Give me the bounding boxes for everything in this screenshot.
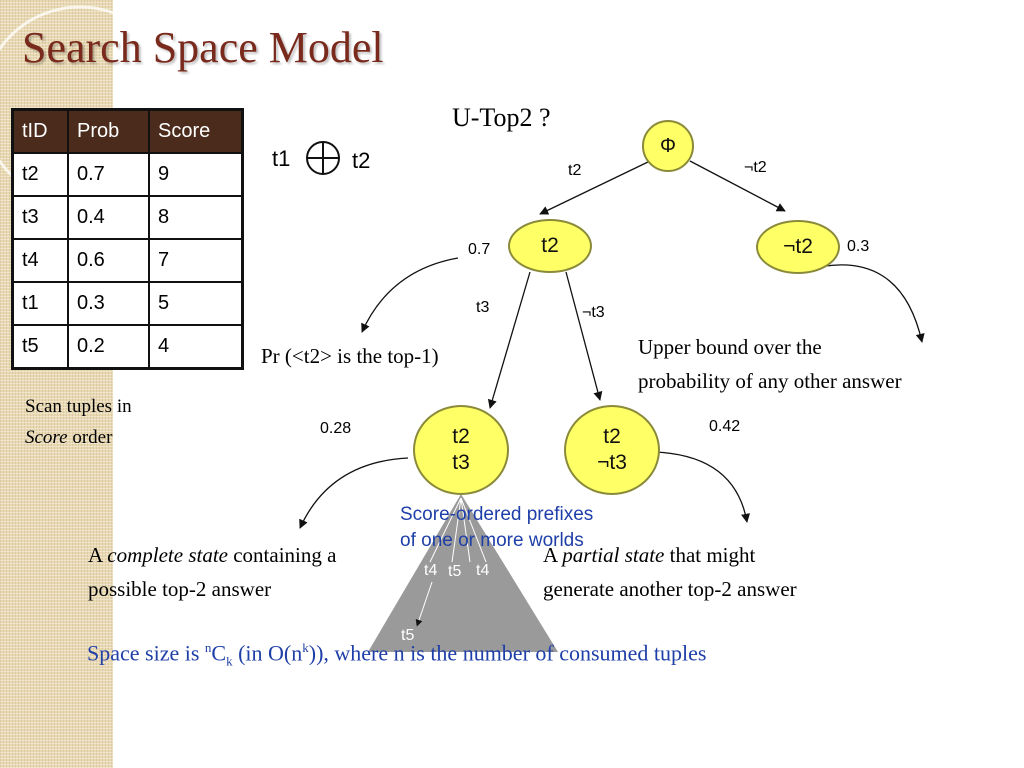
edge-t2-not-t3 bbox=[565, 271, 603, 401]
upper-bound-line1: Upper bound over the bbox=[638, 335, 822, 359]
subtree-triangle bbox=[368, 494, 558, 652]
table-header-row: tID Prob Score bbox=[11, 108, 244, 154]
edge-root-not-t2 bbox=[689, 160, 786, 212]
table-cell: t2 bbox=[11, 152, 69, 197]
complete-state-line2: possible top-2 answer bbox=[88, 577, 272, 601]
edge-label-not-t2: ¬t2 bbox=[744, 159, 767, 176]
query-label: U-Top2 ? bbox=[452, 103, 551, 132]
prefixes-line1: Score-ordered prefixes bbox=[400, 504, 594, 525]
prob-t2-not-t3: 0.42 bbox=[709, 418, 741, 435]
arrow-complete-state bbox=[299, 457, 409, 529]
table-cell: 5 bbox=[148, 281, 244, 326]
table-row: t5 0.2 4 bbox=[11, 324, 244, 370]
scan-note: Scan tuples in Score order bbox=[25, 391, 132, 453]
node-t2-label: t2 bbox=[541, 233, 559, 257]
upper-bound-line2: probability of any other answer bbox=[638, 369, 902, 393]
pr-top1-note: Pr (<t2> is the top-1) bbox=[261, 344, 439, 368]
table-cell: 0.2 bbox=[67, 324, 150, 370]
partial-state-note: A partial state that might generate anot… bbox=[543, 538, 797, 606]
subtree-label: t5 bbox=[401, 627, 415, 644]
table-row: t4 0.6 7 bbox=[11, 238, 244, 283]
table-cell: 4 bbox=[148, 324, 244, 370]
table-cell: 0.6 bbox=[67, 238, 150, 283]
table-cell: t3 bbox=[11, 195, 69, 240]
upper-bound-note: Upper bound over the probability of any … bbox=[638, 330, 902, 398]
subtree-label: t4 bbox=[476, 562, 490, 579]
prob-not-t2: 0.3 bbox=[847, 238, 870, 255]
node-root-label: Φ bbox=[660, 134, 676, 157]
table-row: t2 0.7 9 bbox=[11, 152, 244, 197]
table-cell: 0.7 bbox=[67, 152, 150, 197]
node-not-t2-label: ¬t2 bbox=[783, 234, 813, 258]
edge-label-not-t3: ¬t3 bbox=[582, 304, 605, 321]
prob-t2-t3: 0.28 bbox=[320, 420, 352, 437]
node-t2: t2 bbox=[508, 219, 592, 273]
table-row: t3 0.4 8 bbox=[11, 195, 244, 240]
node-t2-t3-line1: t2 bbox=[452, 424, 470, 448]
complete-state-line1: A complete state containing a bbox=[88, 543, 337, 567]
scan-note-line1: Scan tuples in bbox=[25, 396, 132, 417]
table-cell: 8 bbox=[148, 195, 244, 240]
arrow-partial-state bbox=[653, 451, 751, 523]
table-cell: t4 bbox=[11, 238, 69, 283]
arrow-pr-top1 bbox=[361, 257, 459, 333]
column-header: Score bbox=[148, 108, 244, 154]
node-t2-t3-line2: t3 bbox=[452, 451, 470, 474]
prefixes-line2: of one or more worlds bbox=[400, 530, 584, 551]
node-not-t2: ¬t2 bbox=[756, 220, 840, 274]
xor-right-label: t2 bbox=[352, 148, 371, 173]
node-t2-not-t3-line2: ¬t3 bbox=[597, 451, 627, 474]
table-cell: t1 bbox=[11, 281, 69, 326]
edge-t2-t3 bbox=[487, 271, 531, 409]
table-cell: 9 bbox=[148, 152, 244, 197]
scan-note-line2: Score order bbox=[25, 427, 113, 448]
edge-label-t3: t3 bbox=[476, 299, 490, 316]
table-cell: 0.3 bbox=[67, 281, 150, 326]
subtree-label: t5 bbox=[448, 563, 462, 580]
column-header: Prob bbox=[67, 108, 150, 154]
column-header: tID bbox=[11, 108, 69, 154]
partial-state-line1: A partial state that might bbox=[543, 543, 756, 567]
edge-root-t2 bbox=[539, 160, 651, 215]
slide-title: Search Space Model bbox=[22, 23, 384, 72]
xor-left-label: t1 bbox=[272, 146, 291, 171]
table-cell: t5 bbox=[11, 324, 69, 370]
node-t2-t3: t2 t3 bbox=[413, 405, 509, 495]
node-t2-not-t3-line1: t2 bbox=[603, 424, 621, 448]
tuple-table: tID Prob Score t2 0.7 9 t3 0.4 8 t4 0.6 … bbox=[11, 108, 244, 370]
complete-state-note: A complete state containing a possible t… bbox=[88, 538, 336, 606]
subtree-label: t4 bbox=[424, 562, 438, 579]
node-t2-not-t3: t2 ¬t3 bbox=[564, 405, 660, 495]
prefixes-note: Score-ordered prefixes of one or more wo… bbox=[400, 502, 593, 554]
prob-t2: 0.7 bbox=[468, 241, 491, 258]
table-cell: 7 bbox=[148, 238, 244, 283]
table-row: t1 0.3 5 bbox=[11, 281, 244, 326]
partial-state-line2: generate another top-2 answer bbox=[543, 577, 797, 601]
node-root: Φ bbox=[642, 120, 694, 172]
space-size-note: Space size is nCk (in O(nk)), where n is… bbox=[87, 640, 707, 669]
table-cell: 0.4 bbox=[67, 195, 150, 240]
edge-label-t2: t2 bbox=[568, 162, 582, 179]
